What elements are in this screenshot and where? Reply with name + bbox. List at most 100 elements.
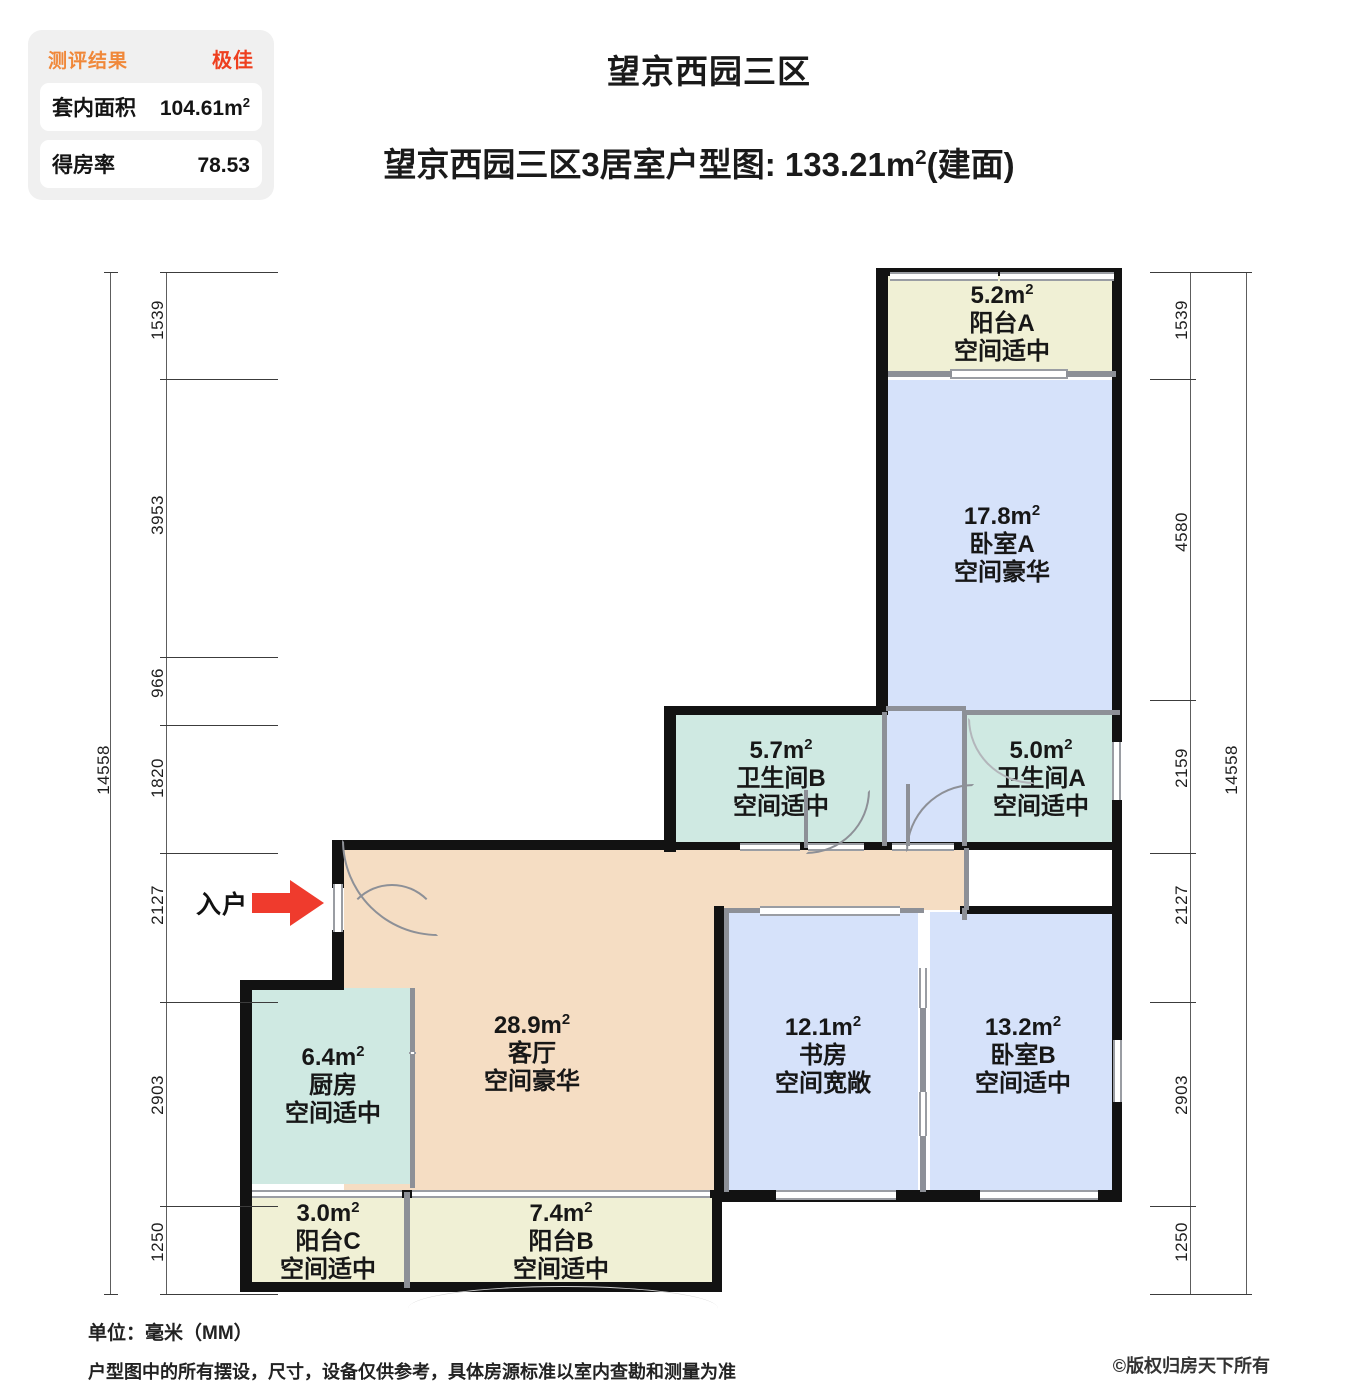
window-bathroom-a-right <box>1112 742 1121 800</box>
balcony-b-arc <box>408 1286 718 1331</box>
wall-balcony-b-right <box>712 1190 722 1292</box>
room-study: 12.1m2 书房 空间宽敞 <box>728 912 918 1200</box>
dim-left-tick-0 <box>160 272 278 273</box>
dim-right-seg-5: 1250 <box>1172 1222 1191 1262</box>
dim-right-outer-line <box>1246 272 1247 1294</box>
room-bedroom-b-area: 13.2m2 <box>984 1013 1062 1041</box>
room-balcony-c-area: 3.0m2 <box>296 1199 360 1227</box>
room-bathroom-b-area: 5.7m2 <box>749 736 813 764</box>
wall-bath-b-top <box>664 706 888 715</box>
door-opening-study-bedroomb <box>919 968 927 1008</box>
dim-right-inner-line <box>1190 272 1191 1294</box>
wall-below-bath-a <box>966 842 1116 850</box>
partition-kitchen-right <box>410 988 415 1188</box>
partition-corridor-right <box>962 908 967 920</box>
room-balcony-a-name: 阳台A <box>969 309 1035 337</box>
window-balcony-a-bottom <box>950 369 1068 379</box>
dim-left-seg-2: 966 <box>148 668 167 698</box>
dim-left-seg-1: 3953 <box>148 495 167 535</box>
wall-corridor-bottom <box>960 906 1122 914</box>
dim-left-seg-0: 1539 <box>148 300 167 340</box>
partition-bath-a-left <box>962 710 967 846</box>
partition-balcony-c-right <box>404 1192 410 1288</box>
partition-living-right <box>964 848 969 910</box>
dim-right-tick-5 <box>1150 1206 1196 1207</box>
usable-ratio-label: 得房率 <box>52 154 115 177</box>
wall-right-bath-a <box>1112 800 1122 910</box>
room-balcony-b-note: 空间适中 <box>513 1256 609 1284</box>
wall-living-left-lower <box>332 930 344 986</box>
dim-left-outer-tick-top <box>104 272 118 273</box>
window-balcony-c-top <box>252 1190 402 1198</box>
room-study-note: 空间宽敞 <box>775 1070 871 1098</box>
room-balcony-c: 3.0m2 阳台C 空间适中 <box>252 1196 404 1288</box>
wall-kitchen-step-top <box>240 980 344 990</box>
room-kitchen-note: 空间适中 <box>285 1100 381 1128</box>
room-bathroom-a-note: 空间适中 <box>993 793 1089 821</box>
dim-left-tick-1 <box>160 379 278 380</box>
entrance-marker: 入户 <box>196 880 325 926</box>
dim-left-tick-2 <box>160 657 278 658</box>
partition-balcony-a-bottom-left <box>888 371 952 377</box>
wall-living-top <box>332 840 676 850</box>
dim-left-tick-4 <box>160 853 278 854</box>
dim-left-inner-line <box>166 272 167 1294</box>
room-balcony-b-area: 7.4m2 <box>529 1199 593 1227</box>
dim-right-outer-tick-bottom <box>1190 1294 1252 1295</box>
room-living-name: 客厅 <box>508 1039 556 1067</box>
dim-left-seg-3: 1820 <box>148 758 167 798</box>
room-bedroom-a-note: 空间豪华 <box>954 559 1050 587</box>
door-opening-entry <box>333 884 343 932</box>
room-bedroom-a: 17.8m2 卧室A 空间豪华 <box>888 380 1116 710</box>
dim-right-tick-2 <box>1150 700 1196 701</box>
door-leaf-bathroom-a <box>906 784 910 846</box>
dim-left-tick-7 <box>160 1294 278 1295</box>
window-balcony-a-top-right <box>1000 272 1114 281</box>
partition-bath-a-top <box>962 710 1120 715</box>
plan-title-suffix: (建面) <box>926 146 1015 183</box>
dim-left-tick-5 <box>160 1002 278 1003</box>
room-balcony-a: 5.2m2 阳台A 空间适中 <box>888 272 1116 376</box>
dim-left-seg-6: 1250 <box>148 1222 167 1262</box>
room-bedroom-a-area: 17.8m2 <box>963 502 1041 530</box>
unit-note: 单位：毫米（MM） <box>88 1323 253 1344</box>
dim-right-seg-3: 2127 <box>1172 885 1191 925</box>
window-bedroom-b-right <box>1113 1040 1122 1102</box>
room-balcony-b-name: 阳台B <box>528 1227 594 1255</box>
room-living-note: 空间豪华 <box>484 1068 580 1096</box>
dim-right-tick-6 <box>1150 1294 1196 1295</box>
dim-right-seg-0: 1539 <box>1172 300 1191 340</box>
partition-balcony-a-bottom-right <box>1066 371 1116 377</box>
dim-right-seg-4: 2903 <box>1172 1075 1191 1115</box>
room-study-area: 12.1m2 <box>784 1013 862 1041</box>
dim-left-outer-tick-bottom <box>104 1294 118 1295</box>
evaluation-title: 测评结果 <box>48 51 129 72</box>
dim-left-total: 14558 <box>94 745 113 795</box>
window-balcony-a-top-left <box>890 272 998 281</box>
door-opening-study-bedroomb-2 <box>919 1092 927 1136</box>
room-balcony-b: 7.4m2 阳台B 空间适中 <box>410 1196 712 1288</box>
room-balcony-a-area: 5.2m2 <box>970 281 1034 309</box>
dim-left-tick-3 <box>160 725 278 726</box>
inner-area-row: 套内面积 104.61m2 <box>40 83 262 131</box>
dim-right-tick-4 <box>1150 1002 1196 1003</box>
wall-bottom-left <box>240 1282 722 1292</box>
room-bedroom-a-name: 卧室A <box>969 530 1035 558</box>
room-living-area: 28.9m2 <box>493 1011 571 1039</box>
wall-bath-b-left <box>664 706 676 852</box>
dim-right-tick-1 <box>1150 379 1196 380</box>
copyright-text: ©版权归房天下所有 <box>1112 1356 1270 1376</box>
door-opening-kitchen <box>409 1052 416 1054</box>
room-bedroom-b-name: 卧室B <box>990 1041 1056 1069</box>
dim-right-tick-0 <box>1150 272 1196 273</box>
wall-left-bedroom-a <box>876 268 888 714</box>
partition-study-left <box>724 908 729 1192</box>
room-kitchen: 6.4m2 厨房 空间适中 <box>252 988 414 1184</box>
dim-left-outer-line <box>110 272 111 1294</box>
community-title: 望京西园三区 <box>607 53 811 90</box>
partition-bedroom-a-bottom <box>886 706 966 711</box>
wall-living-study-divider <box>714 906 724 1198</box>
wall-top <box>876 268 1120 276</box>
plan-title: 望京西园三区3居室户型图: 133.21m2(建面) <box>0 138 1358 186</box>
